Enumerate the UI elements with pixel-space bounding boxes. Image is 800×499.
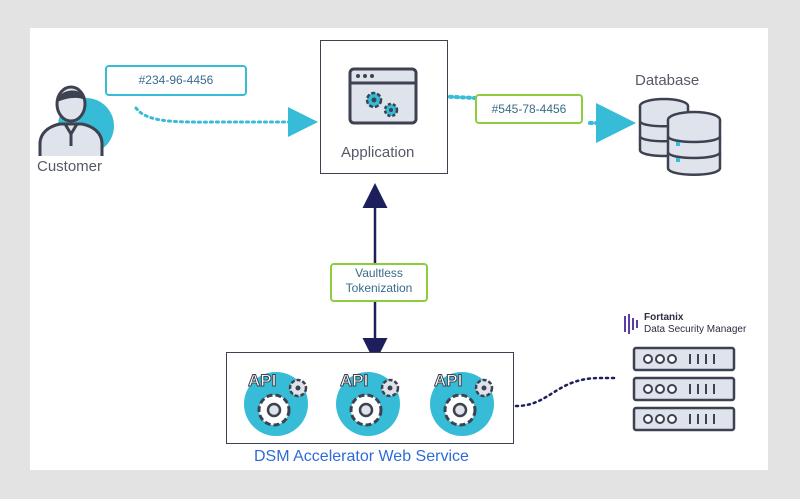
server-rack-icon: [632, 346, 736, 432]
database-label: Database: [635, 72, 700, 89]
connector-service-fortanix: [514, 376, 620, 408]
api-gear-icon: API: [426, 366, 498, 443]
diagram-canvas: Customer #234-96-4456 Application Databa…: [30, 28, 768, 470]
database-token-tag: #545-78-4456: [475, 94, 583, 124]
fortanix-brand: Fortanix: [644, 312, 684, 323]
service-label: DSM Accelerator Web Service: [254, 448, 469, 465]
api-badge-text: API: [340, 371, 368, 390]
connector-customer-application: [134, 106, 318, 137]
customer-ssn-tag: #234-96-4456: [105, 65, 247, 96]
customer-label: Customer: [37, 158, 103, 175]
fortanix-logo-icon: [624, 314, 638, 334]
api-badge-text: API: [248, 371, 276, 390]
api-gear-icon: API: [240, 366, 312, 443]
database-icon: [638, 97, 722, 176]
tokenization-tag: Vaultless Tokenization: [330, 263, 428, 302]
api-gear-icon: API: [332, 366, 404, 443]
tokenization-line2: Tokenization: [345, 281, 413, 295]
fortanix-product: Data Security Manager: [644, 324, 747, 335]
app-window-icon: [348, 67, 418, 125]
application-box: Application: [320, 40, 448, 174]
tokenization-line1: Vaultless: [355, 266, 403, 280]
user-icon: [38, 85, 114, 156]
application-label: Application: [341, 144, 415, 161]
api-badge-text: API: [434, 371, 462, 390]
